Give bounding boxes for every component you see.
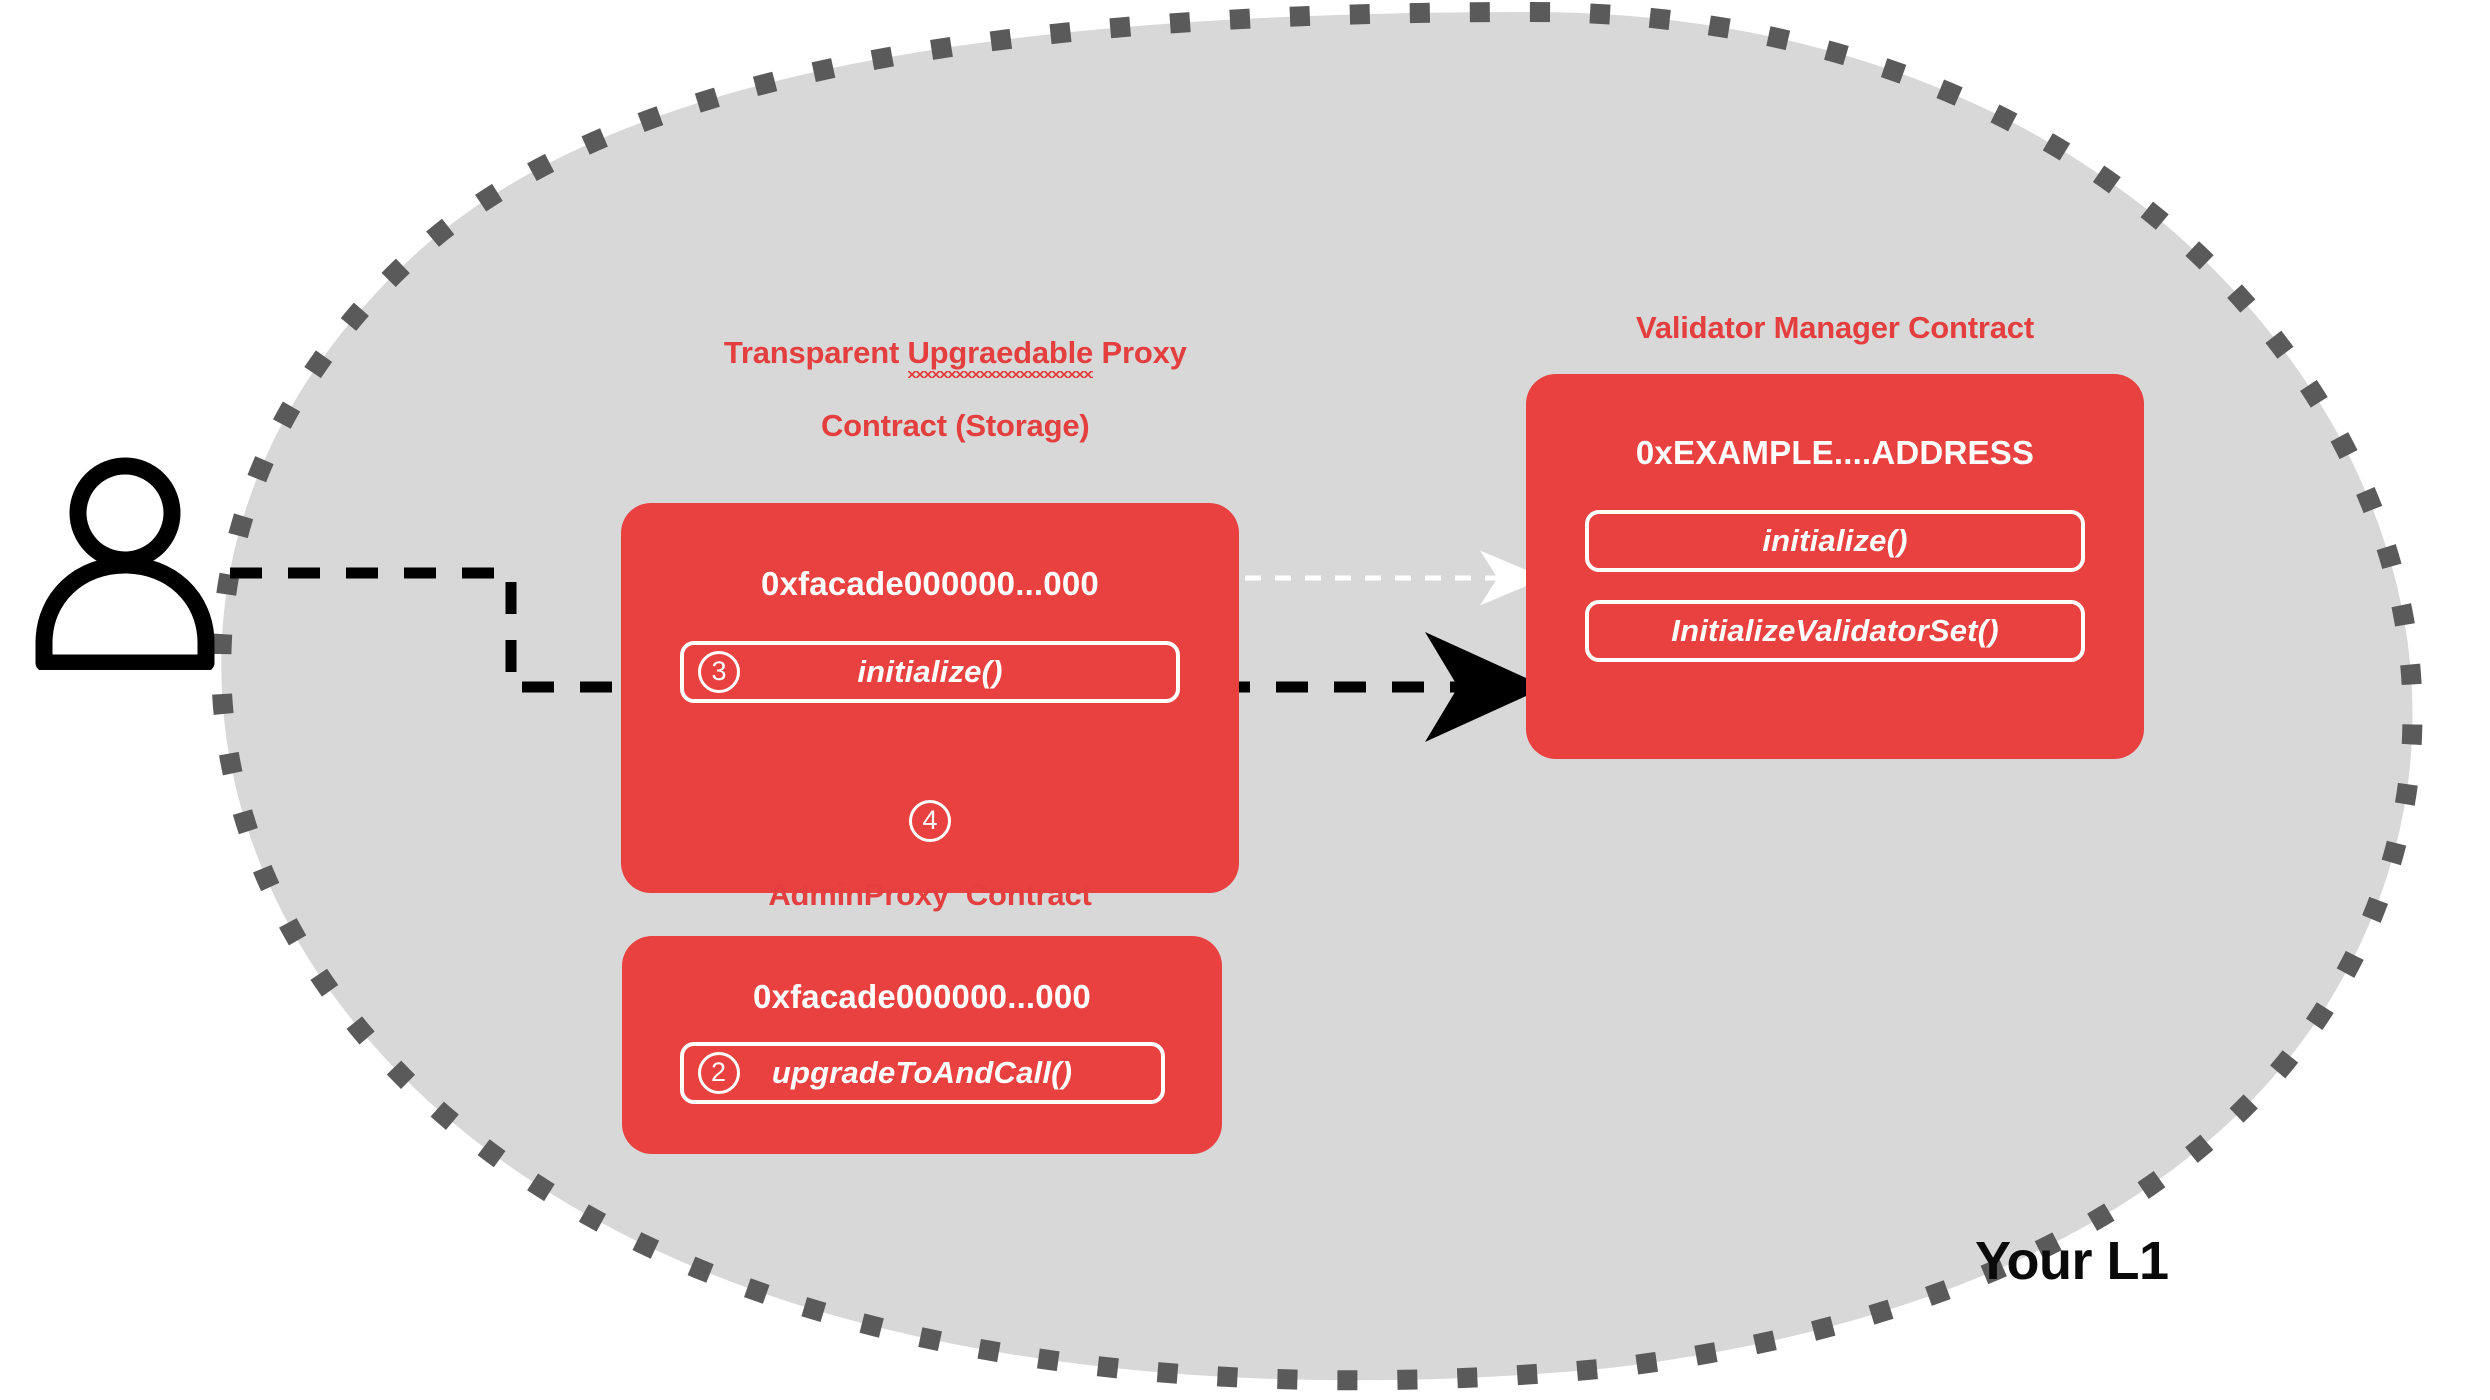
contract-group-admin-proxy: AdminProxy Contract 0xfacade000000...000…: [560, 877, 1300, 1154]
proxy-title-suffix: Proxy: [1093, 334, 1187, 370]
contract-title-proxy: Transparent Upgraedable Proxy Contract (…: [560, 298, 1300, 481]
contract-box-validator-manager[interactable]: 0xEXAMPLE....ADDRESS initialize() Initia…: [1526, 373, 2144, 759]
step-badge-4: 4: [909, 799, 951, 842]
contract-box-proxy[interactable]: 0xfacade000000...000 3 initialize() 4: [621, 502, 1239, 893]
contract-group-transparent-upgradeable-proxy: Transparent Upgraedable Proxy Contract (…: [560, 298, 1300, 893]
contract-address-proxy: 0xfacade000000...000: [761, 564, 1099, 602]
function-pill-initialize[interactable]: 3 initialize(): [680, 640, 1180, 703]
contract-group-validator-manager: Validator Manager Contract 0xEXAMPLE....…: [1470, 310, 2200, 759]
contract-title-validator-manager: Validator Manager Contract: [1636, 310, 2034, 345]
contract-box-admin-proxy[interactable]: 0xfacade000000...000 2 upgradeToAndCall(…: [622, 935, 1222, 1154]
proxy-title-prefix: Transparent: [723, 334, 908, 370]
user-actor-icon: [35, 457, 215, 670]
l1-boundary-label: Your L1: [1975, 1231, 2169, 1291]
contract-address-admin-proxy: 0xfacade000000...000: [753, 977, 1091, 1015]
step-badge-2: 2: [697, 1051, 740, 1094]
function-label-vm-initialize: initialize(): [1762, 522, 1908, 558]
function-label-initialize-validator-set: InitializeValidatorSet(): [1671, 612, 1999, 648]
function-pill-initialize-validator-set[interactable]: InitializeValidatorSet(): [1585, 599, 2085, 662]
function-pill-vm-initialize[interactable]: initialize(): [1585, 509, 2085, 572]
function-label-initialize: initialize(): [857, 653, 1003, 689]
contract-title-admin-proxy: AdminProxy Contract: [768, 877, 1092, 912]
function-pill-upgrade-to-and-call[interactable]: 2 upgradeToAndCall(): [679, 1041, 1165, 1104]
proxy-title-misspelled-word: Upgraedable: [907, 334, 1094, 378]
proxy-title-line2: Contract (Storage): [820, 407, 1090, 443]
step-badge-3: 3: [698, 650, 740, 693]
function-label-upgrade-to-and-call: upgradeToAndCall(): [771, 1054, 1073, 1090]
contract-address-validator-manager: 0xEXAMPLE....ADDRESS: [1635, 433, 2035, 471]
